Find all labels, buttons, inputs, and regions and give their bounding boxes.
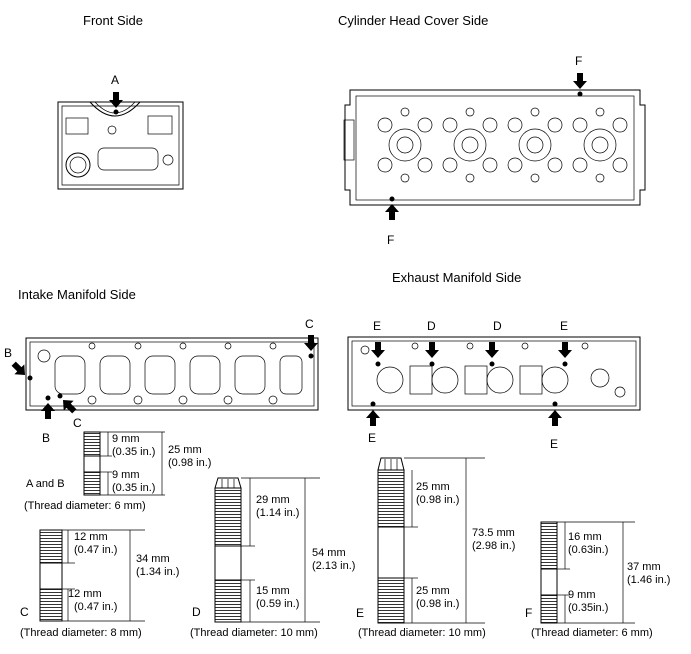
c-total-in: (1.34 in.) [136, 566, 179, 578]
d-total-in: (2.13 in.) [312, 560, 355, 572]
c-total-mm: 34 mm [136, 553, 170, 565]
ab-total-in: (0.98 in.) [168, 457, 211, 469]
arrow-b-bottom-icon [41, 403, 55, 419]
arrow-b-left-icon [8, 358, 30, 380]
label-e2: E [560, 319, 568, 333]
c-label: C [20, 605, 29, 619]
exhaust-side-head-drawing [347, 336, 641, 411]
bolt-d-drawing [214, 477, 320, 623]
bolt-f-drawing [540, 521, 635, 624]
ab-label: A and B [26, 478, 65, 490]
label-f-top: F [575, 54, 582, 68]
label-e1: E [373, 319, 381, 333]
f-bottom-mm: 9 mm [568, 589, 596, 601]
e-top-in: (0.98 in.) [416, 494, 459, 506]
ab-thread: (Thread diameter: 6 mm) [24, 500, 146, 512]
c-bottom-in: (0.47 in.) [74, 601, 117, 613]
d-total-mm: 54 mm [312, 547, 346, 559]
ab-bottom-in: (0.35 in.) [112, 482, 155, 494]
ab-top-in: (0.35 in.) [112, 446, 155, 458]
d-top-in: (1.14 in.) [256, 507, 299, 519]
cover-side-title: Cylinder Head Cover Side [338, 13, 488, 28]
bolt-ab-drawing [83, 431, 165, 496]
arrow-e1-icon [371, 342, 385, 358]
arrow-d1-icon [425, 342, 439, 358]
label-b-bottom: B [42, 431, 50, 445]
e-total-mm: 73.5 mm [472, 527, 515, 539]
label-e3: E [368, 431, 376, 445]
f-bottom-in: (0.35in.) [568, 602, 608, 614]
e-label: E [356, 606, 364, 620]
label-f-bottom: F [387, 233, 394, 247]
c-bottom-mm: 12 mm [68, 588, 102, 600]
e-top-mm: 25 mm [416, 481, 450, 493]
label-c-bottom: C [73, 416, 82, 430]
arrow-a-icon [109, 92, 123, 108]
f-top-mm: 16 mm [568, 531, 602, 543]
d-thread: (Thread diameter: 10 mm) [190, 627, 318, 639]
f-total-in: (1.46 in.) [627, 574, 670, 586]
label-d2: D [493, 319, 502, 333]
bolt-c-drawing [39, 529, 145, 622]
c-thread: (Thread diameter: 8 mm) [20, 627, 142, 639]
label-a: A [111, 73, 119, 87]
c-top-in: (0.47 in.) [74, 544, 117, 556]
arrow-e4-icon [548, 410, 562, 426]
f-top-in: (0.63in.) [568, 544, 608, 556]
bolt-e-drawing [377, 457, 485, 624]
label-b-left: B [4, 346, 12, 360]
f-thread: (Thread diameter: 6 mm) [531, 627, 653, 639]
e-thread: (Thread diameter: 10 mm) [358, 627, 486, 639]
ab-total-mm: 25 mm [168, 444, 202, 456]
label-e4: E [550, 437, 558, 451]
ab-top-mm: 9 mm [112, 433, 140, 445]
exhaust-side-title: Exhaust Manifold Side [392, 270, 521, 285]
front-side-head-drawing [57, 101, 184, 190]
front-side-title: Front Side [83, 13, 143, 28]
label-d1: D [427, 319, 436, 333]
d-label: D [192, 605, 201, 619]
arrow-d2-icon [485, 342, 499, 358]
c-top-mm: 12 mm [74, 531, 108, 543]
intake-side-head-drawing [25, 337, 319, 411]
d-bottom-in: (0.59 in.) [256, 598, 299, 610]
arrow-c-top-icon [304, 335, 318, 351]
d-bottom-mm: 15 mm [256, 585, 290, 597]
d-top-mm: 29 mm [256, 494, 290, 506]
e-bottom-in: (0.98 in.) [416, 598, 459, 610]
f-total-mm: 37 mm [627, 561, 661, 573]
f-label: F [525, 606, 532, 620]
arrow-f-bottom-icon [385, 204, 399, 220]
cover-side-head-drawing [343, 89, 646, 206]
ab-bottom-mm: 9 mm [112, 469, 140, 481]
label-c-top: C [305, 317, 314, 331]
intake-side-title: Intake Manifold Side [18, 287, 136, 302]
arrow-e2-icon [558, 342, 572, 358]
arrow-e3-icon [366, 410, 380, 426]
arrow-f-top-icon [573, 73, 587, 89]
e-total-in: (2.98 in.) [472, 540, 515, 552]
e-bottom-mm: 25 mm [416, 585, 450, 597]
